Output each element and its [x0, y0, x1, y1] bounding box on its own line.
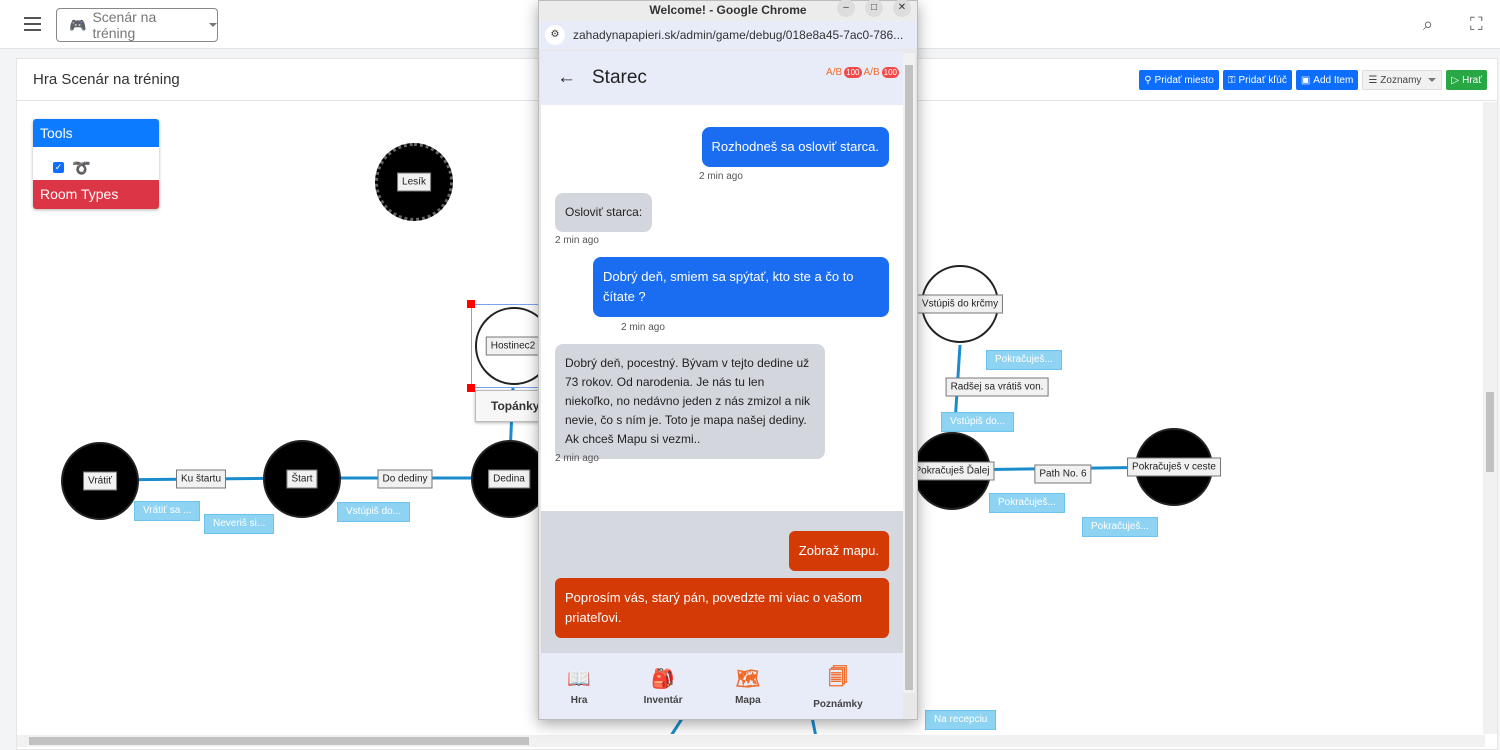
edge-label[interactable]: Do dediny: [377, 469, 433, 489]
maximize-icon[interactable]: □: [865, 0, 883, 17]
path-tool-icon[interactable]: ➰: [72, 159, 91, 177]
node-label: Hostinec2: [485, 336, 541, 356]
add-place-label: Pridať miesto: [1154, 74, 1214, 86]
minimize-icon[interactable]: –: [837, 0, 855, 17]
back-arrow-icon[interactable]: ←: [557, 67, 576, 88]
message-time: 2 min ago: [699, 171, 743, 182]
add-item-label: Add Item: [1313, 74, 1354, 86]
node-label: Lesík: [397, 172, 431, 192]
add-key-label: Pridať kľúč: [1238, 74, 1287, 86]
nav-poznamky[interactable]: 🗐 Poznámky: [813, 663, 862, 710]
message-npc: Dobrý deň, pocestný. Bývam v tejto dedin…: [555, 344, 825, 459]
pin-icon: ⚲: [1144, 74, 1152, 86]
search-icon[interactable]: ⌕: [1423, 14, 1434, 34]
backpack-icon: 🎒: [651, 668, 675, 690]
game-select-label: Scenár na tréning: [92, 9, 157, 41]
lists-dropdown[interactable]: ☰Zoznamy: [1362, 70, 1443, 90]
nav-label: Hra: [570, 694, 588, 706]
play-icon: ▷: [1451, 74, 1460, 86]
key-icon: ⚿: [1227, 74, 1236, 86]
game-select[interactable]: 🎮 Scenár na tréning: [56, 8, 218, 42]
message-player: Dobrý deň, smiem sa spýtať, kto ste a čo…: [593, 257, 889, 317]
add-key-button[interactable]: ⚿Pridať kľúč: [1222, 70, 1292, 90]
gamepad-icon: 🎮: [69, 16, 87, 33]
conversation-title: Starec: [592, 67, 647, 88]
bottom-nav: 📖 Hra 🎒 Inventár 🗺 Mapa 🗐 Poznámky: [541, 653, 903, 719]
edge-label[interactable]: Path No. 6: [1034, 464, 1092, 484]
nav-label: Inventár: [643, 694, 683, 706]
popup-scrollbar[interactable]: [903, 53, 915, 693]
choice-tag[interactable]: Pokračuješ...: [989, 493, 1065, 513]
address-bar[interactable]: ⚙ zahadynapapieri.sk/admin/game/debug/018…: [539, 21, 917, 49]
node-lesik[interactable]: [375, 143, 453, 221]
close-icon[interactable]: ✕: [893, 0, 911, 17]
vertical-scrollbar[interactable]: [1483, 102, 1497, 734]
archive-icon: ▣: [1300, 74, 1311, 86]
message-time: 2 min ago: [621, 322, 665, 333]
message-npc: Osloviť starca:: [555, 193, 653, 232]
edge-label[interactable]: Radšej sa vrátiš von.: [945, 377, 1049, 397]
caret-down-icon: [209, 23, 217, 27]
choice-tag[interactable]: Vrátiť sa ...: [134, 501, 201, 521]
action-choices: Zobraž mapu. Poprosím vás, starý pán, po…: [541, 511, 903, 653]
choice-tag[interactable]: Pokračuješ...: [1082, 517, 1158, 537]
tools-panel: Tools ✓ ➰ Room Types: [33, 119, 159, 209]
node-label: Štart: [286, 469, 318, 489]
choice-tag[interactable]: Na recepciu: [925, 710, 997, 730]
site-settings-icon[interactable]: ⚙: [545, 25, 565, 45]
message-time: 2 min ago: [555, 235, 599, 246]
nav-mapa[interactable]: 🗺 Mapa: [735, 667, 761, 706]
play-label: Hrať: [1462, 74, 1482, 86]
url-text: zahadynapapieri.sk/admin/game/debug/018e…: [573, 28, 904, 42]
message-player: Rozhodneš sa osloviť starca.: [701, 127, 889, 167]
chat-log: Rozhodneš sa osloviť starca. 2 min ago O…: [541, 105, 903, 511]
browser-popup-window: Welcome! - Google Chrome – □ ✕ ⚙ zahadyna…: [538, 0, 918, 720]
node-label: Vstúpiš do krčmy: [916, 294, 1004, 314]
nav-label: Mapa: [735, 694, 761, 706]
badge-count: 100: [844, 67, 862, 78]
room-types-header[interactable]: Room Types: [33, 180, 159, 209]
book-icon: 📖: [567, 668, 591, 690]
nav-label: Poznámky: [813, 698, 863, 710]
path-tool-checkbox[interactable]: ✓: [53, 162, 64, 173]
edge-bottom-2: [810, 716, 817, 734]
choice-tag[interactable]: Pokračuješ...: [986, 350, 1062, 370]
map-icon: 🗺: [735, 668, 760, 690]
choice-button[interactable]: Poprosím vás, starý pán, povedzte mi via…: [555, 578, 889, 638]
edge-label[interactable]: Ku štartu: [175, 469, 227, 489]
item-card-topanky[interactable]: Topánky: [475, 390, 545, 422]
node-label: Pokračuješ Ďalej: [909, 461, 995, 481]
fullscreen-icon[interactable]: ⛶: [1470, 14, 1483, 34]
nav-hra[interactable]: 📖 Hra: [567, 667, 591, 706]
lists-label: Zoznamy: [1380, 74, 1422, 86]
add-item-button[interactable]: ▣Add Item: [1295, 70, 1359, 90]
choice-button[interactable]: Zobraž mapu.: [788, 531, 889, 571]
resize-handle[interactable]: [467, 300, 475, 308]
hamburger-menu-icon[interactable]: [24, 17, 41, 31]
node-label: Dedina: [488, 469, 530, 489]
tools-header: Tools: [33, 119, 159, 147]
list-icon: ☰: [1368, 74, 1378, 86]
message-time: 2 min ago: [555, 453, 599, 464]
node-label: Vrátiť: [83, 471, 117, 491]
resize-handle[interactable]: [467, 384, 475, 392]
graph-canvas[interactable]: Tools ✓ ➰ Room Types Lesík Hostinec2 Topá…: [17, 102, 1485, 734]
badge-count: 100: [881, 67, 899, 78]
caret-down-icon: [1428, 78, 1437, 82]
window-title: Welcome! - Google Chrome: [539, 1, 917, 21]
add-place-button[interactable]: ⚲Pridať miesto: [1139, 70, 1219, 90]
node-vratit[interactable]: [61, 442, 139, 520]
play-button[interactable]: ▷Hrať: [1446, 70, 1487, 90]
nav-inventar[interactable]: 🎒 Inventár: [644, 667, 683, 706]
choice-tag[interactable]: Neveriš si...: [204, 514, 275, 534]
node-label: Pokračuješ v ceste: [1127, 457, 1221, 477]
choice-tag[interactable]: Vstúpiš do...: [941, 412, 1015, 432]
choice-tag[interactable]: Vstúpiš do...: [337, 502, 411, 522]
notes-icon: 🗐: [828, 666, 848, 688]
horizontal-scrollbar[interactable]: [17, 735, 1485, 747]
